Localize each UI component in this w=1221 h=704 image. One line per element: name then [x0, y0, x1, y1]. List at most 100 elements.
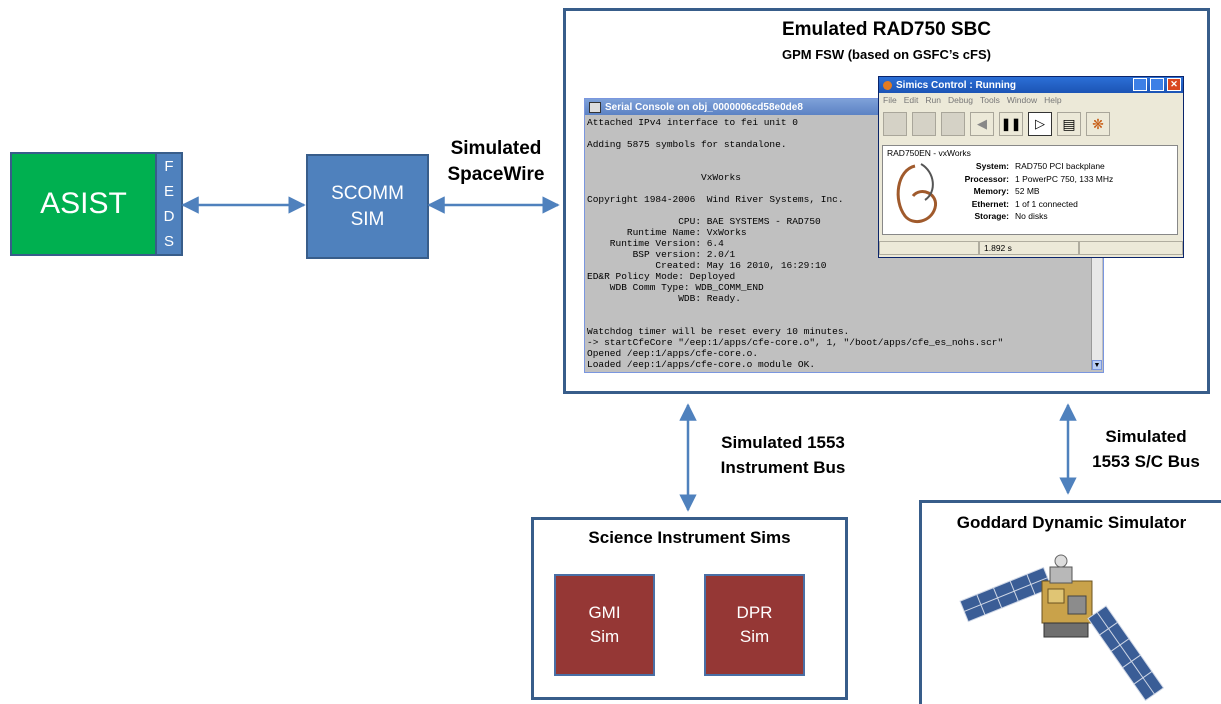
- console-line: [587, 304, 1091, 315]
- simics-titlebar[interactable]: Simics Control : Running ✕: [879, 77, 1183, 93]
- feds-letter-d: D: [163, 208, 175, 225]
- simics-statusbar: 1.892 s: [879, 241, 1183, 255]
- serial-console-output: Attached IPv4 interface to fei unit 0 Ad…: [587, 117, 1091, 370]
- menu-tools[interactable]: Tools: [980, 95, 1000, 105]
- science-sims-title: Science Instrument Sims: [588, 528, 791, 547]
- console-line: Runtime Name: VxWorks: [587, 227, 747, 238]
- simics-field-row: Memory: 52 MB: [947, 185, 1113, 198]
- simics-field-key: System:: [975, 161, 1009, 171]
- gmi-line2: Sim: [589, 627, 620, 646]
- gds-frame: Goddard Dynamic Simulator: [919, 500, 1221, 704]
- simics-toolbar: ◀ ❚❚ ▷ ▤ ❋: [879, 107, 1183, 141]
- scomm-line1: SCOMM: [331, 182, 404, 204]
- dpr-line2: Sim: [739, 627, 770, 646]
- spacewire-line1: Simulated: [450, 138, 542, 159]
- instrument-bus-line2: Instrument Bus: [720, 458, 846, 477]
- menu-run[interactable]: Run: [925, 95, 941, 105]
- simics-info-panel: RAD750EN - vxWorks System: RAD750 PCI bac…: [882, 145, 1178, 235]
- sc-bus-label: Simulated 1553 S/C Bus: [1072, 424, 1220, 474]
- simics-field-value: 1 of 1 connected: [1015, 198, 1078, 209]
- scroll-down-icon[interactable]: ▼: [1092, 360, 1102, 370]
- toolbar-save-icon[interactable]: [941, 112, 965, 136]
- gmi-sim-box: GMI Sim: [554, 574, 655, 676]
- console-line: Loaded /eep:1/apps/cfe-core.o module OK.: [587, 359, 816, 370]
- console-line: Watchdog timer will be reset every 10 mi…: [587, 326, 850, 337]
- console-line: Adding 5875 symbols for standalone.: [587, 139, 787, 150]
- feds-letter-f: F: [164, 158, 174, 175]
- console-line: Opened /eep:1/apps/cfe-core.o.: [587, 348, 759, 359]
- spacewire-line2: SpaceWire: [447, 164, 545, 185]
- simics-field-key: Ethernet:: [971, 198, 1009, 209]
- simics-logo-icon: [883, 80, 892, 90]
- dpr-line1: DPR: [736, 603, 773, 622]
- sbc-frame: Emulated RAD750 SBC GPM FSW (based on GS…: [563, 8, 1210, 394]
- toolbar-run-icon[interactable]: ▷: [1028, 112, 1052, 136]
- science-sims-frame: Science Instrument Sims GMI Sim DPR Sim: [531, 517, 848, 700]
- toolbar-back-icon[interactable]: [883, 112, 907, 136]
- scomm-line2: SIM: [350, 208, 385, 230]
- maximize-icon[interactable]: [1150, 78, 1164, 91]
- simics-panel-title: RAD750EN - vxWorks: [887, 148, 971, 158]
- simics-menubar: File Edit Run Debug Tools Window Help: [879, 93, 1183, 107]
- minimize-icon[interactable]: [1133, 78, 1147, 91]
- simics-field-row: Processor: 1 PowerPC 750, 133 MHz: [947, 173, 1114, 186]
- console-line: VxWorks: [587, 172, 741, 183]
- console-line: Runtime Version: 6.4: [587, 238, 724, 249]
- console-line: ED&R Policy Mode: Deployed: [587, 271, 736, 282]
- menu-file[interactable]: File: [883, 95, 897, 105]
- toolbar-settings-icon[interactable]: ❋: [1086, 112, 1110, 136]
- simics-field-value: No disks: [1015, 211, 1048, 221]
- feds-letter-s: S: [163, 233, 174, 250]
- console-line: CPU: BAE SYSTEMS - RAD750: [587, 216, 821, 227]
- sbc-title: Emulated RAD750 SBC: [781, 19, 992, 40]
- serial-console-title: Serial Console on obj_0000006cd58e0de8: [605, 101, 803, 113]
- spacewire-label: Simulated SpaceWire: [430, 136, 562, 188]
- gmi-line1: GMI: [588, 603, 621, 622]
- console-icon: [589, 101, 601, 113]
- dpr-sim-box: DPR Sim: [704, 574, 805, 676]
- menu-window[interactable]: Window: [1006, 95, 1038, 105]
- simics-field-value: 1 PowerPC 750, 133 MHz: [1015, 173, 1114, 184]
- menu-edit[interactable]: Edit: [903, 95, 919, 105]
- simics-field-value: RAD750 PCI backplane: [1015, 161, 1105, 171]
- toolbar-reverse-icon[interactable]: ◀: [970, 112, 994, 136]
- simics-field-key: Storage:: [974, 211, 1009, 221]
- sc-bus-line1: Simulated: [1105, 427, 1187, 446]
- instrument-bus-line1: Simulated 1553: [721, 433, 845, 452]
- console-line: Created: May 16 2010, 16:29:10: [587, 260, 827, 271]
- simics-control-window[interactable]: Simics Control : Running ✕ File Edit Run…: [878, 76, 1184, 258]
- simics-field-row: System: RAD750 PCI backplane: [947, 160, 1113, 173]
- simics-field-row: Ethernet: 1 of 1 connected: [947, 198, 1113, 211]
- instrument-bus-label: Simulated 1553 Instrument Bus: [693, 430, 873, 480]
- close-icon[interactable]: ✕: [1167, 78, 1181, 91]
- toolbar-open-icon[interactable]: [912, 112, 936, 136]
- sc-bus-line2: 1553 S/C Bus: [1092, 452, 1200, 471]
- simics-swirl-logo: [896, 163, 938, 224]
- toolbar-pause-icon[interactable]: ❚❚: [999, 112, 1023, 136]
- feds-letter-e: E: [163, 183, 174, 200]
- spacecraft-image: [959, 554, 1165, 701]
- feds-box: F E D S: [155, 152, 183, 256]
- simics-status-time: 1.892 s: [979, 241, 1079, 255]
- toolbar-console-icon[interactable]: ▤: [1057, 112, 1081, 136]
- menu-help[interactable]: Help: [1044, 95, 1062, 105]
- gds-title: Goddard Dynamic Simulator: [956, 513, 1187, 532]
- console-line: WDB: Ready.: [587, 293, 741, 304]
- asist-box: ASIST: [10, 152, 157, 256]
- simics-field-value: 52 MB: [1015, 186, 1040, 196]
- console-line: Copyright 1984-2006 Wind River Systems, …: [587, 194, 844, 205]
- console-line: WDB Comm Type: WDB_COMM_END: [587, 282, 764, 293]
- menu-debug[interactable]: Debug: [947, 95, 974, 105]
- sbc-subtitle: GPM FSW (based on GSFC’s cFS): [782, 47, 991, 62]
- simics-field-key: Memory:: [973, 186, 1009, 196]
- console-line: BSP version: 2.0/1: [587, 249, 736, 260]
- console-line: [587, 315, 1091, 326]
- simics-field-key: Processor:: [964, 173, 1009, 184]
- simics-title: Simics Control : Running: [896, 79, 1016, 91]
- console-line: -> startCfeCore "/eep:1/apps/cfe-core.o"…: [587, 337, 1004, 348]
- asist-label: ASIST: [40, 187, 127, 220]
- console-line: Attached IPv4 interface to fei unit 0: [587, 117, 798, 128]
- simics-field-row: Storage: No disks: [947, 210, 1113, 223]
